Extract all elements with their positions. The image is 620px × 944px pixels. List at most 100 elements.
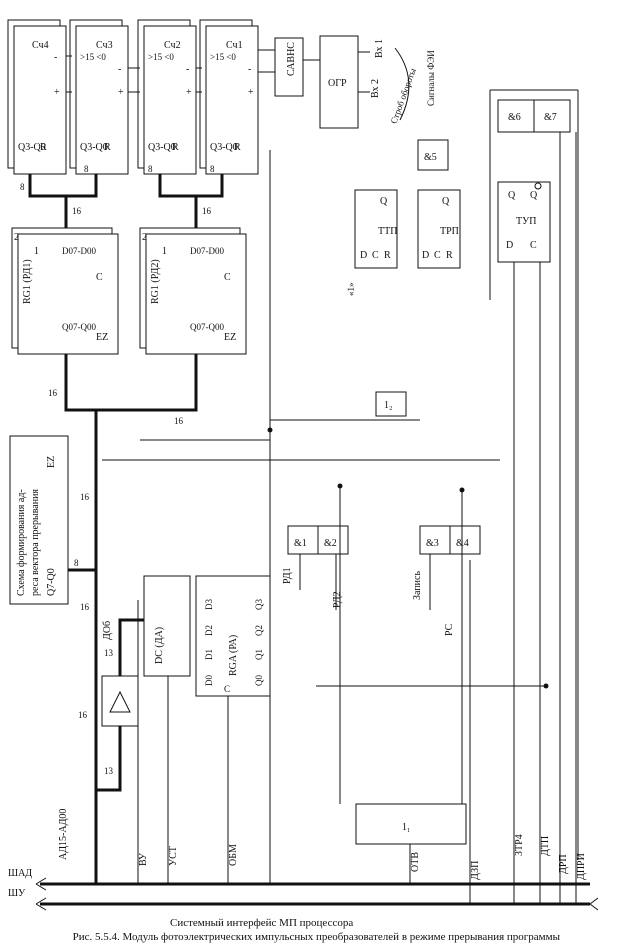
pin-q: Q xyxy=(508,190,516,201)
bus-label-shu: ШУ xyxy=(8,888,26,899)
pin-q: Q xyxy=(442,196,450,207)
bus-signal-labels: АД15-АД00 ВУ УСТ ОБМ ОТВ ДЗП ЗТР4 ДТП ДР… xyxy=(58,567,587,880)
reg-tag: 2 xyxy=(14,232,19,243)
ogr-in2: Вх 2 xyxy=(370,79,381,98)
system-interface: ШАД ШУ Системный интерфейс МП процессора xyxy=(8,868,599,929)
ogr-label: ОГР xyxy=(328,78,347,89)
bus-width: 16 xyxy=(202,206,212,216)
counter-register-buses: 8 8 8 8 16 16 xyxy=(20,164,224,228)
counter-outs: Q3-Q0 xyxy=(148,142,176,153)
reg-q: Q07-Q00 xyxy=(190,322,224,332)
or-label: 1₁ xyxy=(402,822,411,833)
pin-r: R xyxy=(384,250,391,261)
counter-compare: >15 <0 xyxy=(148,52,174,62)
counter-reset: R xyxy=(40,142,47,153)
rga-d3: D3 xyxy=(204,599,214,610)
counter-outs: Q3-Q0 xyxy=(18,142,46,153)
ogr-block: ОГР Вх 1 Вх 2 Строб обороты Сигналы ФЭИ xyxy=(303,35,436,129)
signal-rd2: РД2 xyxy=(332,591,343,608)
counter-cnt3: Сч3 >15 <0 Q3-Q0 R - + xyxy=(69,19,129,175)
counter-outs: Q3-Q0 xyxy=(80,142,108,153)
pin-d: D xyxy=(422,250,429,261)
trigger-trp: D C R ТРП Q xyxy=(417,189,461,269)
pin-d: D xyxy=(506,240,513,251)
pin-minus: - xyxy=(54,52,57,63)
rga-c: C xyxy=(224,684,230,694)
rga-d0: D0 xyxy=(204,675,214,686)
counter-input-wires xyxy=(66,49,275,93)
signal-vu: ВУ xyxy=(138,852,149,866)
or-label: 1₂ xyxy=(384,400,393,411)
register-rd1: 2 1 RG1 (РД1) D07-D00 Q07-Q00 C EZ xyxy=(11,227,119,355)
gate-and5: &5 xyxy=(424,152,437,163)
vector-line2: реса вектора прерывания xyxy=(30,489,41,596)
and-gates-3-4: &3 &4 xyxy=(419,525,481,555)
register-output-buses: 16 16 16 16 16 xyxy=(48,354,198,884)
pin-c: C xyxy=(530,240,537,251)
signal-obm: ОБМ xyxy=(228,844,239,866)
reg-d: D07-D00 xyxy=(190,246,224,256)
reg-q: Q07-Q00 xyxy=(62,322,96,332)
gate-and7: &7 xyxy=(544,112,557,123)
bus-width: 16 xyxy=(78,710,88,720)
bus-width: 16 xyxy=(174,416,184,426)
gate-and6: &6 xyxy=(508,112,521,123)
pin-minus: - xyxy=(118,64,121,75)
vector-address-block: Схема формирования ад- реса вектора прер… xyxy=(9,435,96,605)
rga-register: D0 D1 D2 D3 RGA (РА) Q0 Q1 Q2 Q3 C xyxy=(195,575,271,697)
signal-otv: ОТВ xyxy=(410,852,421,872)
pin-c: C xyxy=(434,250,441,261)
signal-ztr4: ЗТР4 xyxy=(514,834,525,856)
signal-dzp: ДЗП xyxy=(470,861,481,880)
signal-rd1: РД1 xyxy=(282,567,293,584)
bus-width: 16 xyxy=(72,206,82,216)
bus-width: 8 xyxy=(84,164,89,174)
counter-compare: >15 <0 xyxy=(80,52,106,62)
counter-cnt2: Сч2 >15 <0 Q3-Q0 R - + xyxy=(137,19,197,175)
register-rd2: 2 1 RG1 (РД2) D07-D00 Q07-Q00 C EZ xyxy=(139,227,247,355)
gate-and3: &3 xyxy=(426,538,439,549)
pin-qn: Q xyxy=(530,190,538,201)
bus-width: 8 xyxy=(20,182,25,192)
bus-width: 8 xyxy=(148,164,153,174)
vector-ez: EZ xyxy=(46,456,57,468)
trigger-tup: D C ТУП Q Q xyxy=(497,181,551,263)
bus-width: 13 xyxy=(104,648,114,658)
gate-and2: &2 xyxy=(324,538,337,549)
counter-cnt4: Сч4 Q3-Q0 R - + xyxy=(7,19,67,175)
reg-c: C xyxy=(224,272,231,283)
pin-minus: - xyxy=(248,64,251,75)
bus-label-shad: ШАД xyxy=(8,868,32,879)
rga-q3: Q3 xyxy=(254,599,264,610)
counter-reset: R xyxy=(234,142,241,153)
trigger-ttp: D C R ТТП Q xyxy=(354,189,398,269)
pin-plus: + xyxy=(118,87,124,98)
pin-q: Q xyxy=(380,196,388,207)
pin-plus: + xyxy=(54,87,60,98)
reg-c: C xyxy=(96,272,103,283)
pin-plus: + xyxy=(248,87,254,98)
reg-d: D07-D00 xyxy=(62,246,96,256)
pin-r: R xyxy=(446,250,453,261)
counter-reset: R xyxy=(104,142,111,153)
signal-rs: РС xyxy=(444,623,455,636)
decoder-label: DC (ДА) xyxy=(154,627,165,664)
reg-name: RG1 (РД2) xyxy=(150,259,161,304)
vector-line1: Схема формирования ад- xyxy=(16,489,27,596)
counter-cnt1: Сч1 >15 <0 Q3-Q0 R - + xyxy=(199,19,259,175)
ogr-signals: Сигналы ФЭИ xyxy=(426,50,436,106)
ogr-in1: Вх 1 xyxy=(374,39,385,58)
signal-drp: ДРП xyxy=(558,854,569,874)
control-lines xyxy=(102,132,577,904)
bus-width: 13 xyxy=(104,766,114,776)
bus-width: 8 xyxy=(74,558,79,568)
rga-q0: Q0 xyxy=(254,675,264,686)
one-constant: «1» xyxy=(346,283,356,297)
gate-and1: &1 xyxy=(294,538,307,549)
signal-zapis: Запись xyxy=(412,571,423,600)
reg-sub: 1 xyxy=(34,246,39,257)
counter-name: Сч4 xyxy=(32,40,49,51)
and-gate-5: &5 xyxy=(417,139,449,171)
signal-ust: УСТ xyxy=(168,846,179,866)
